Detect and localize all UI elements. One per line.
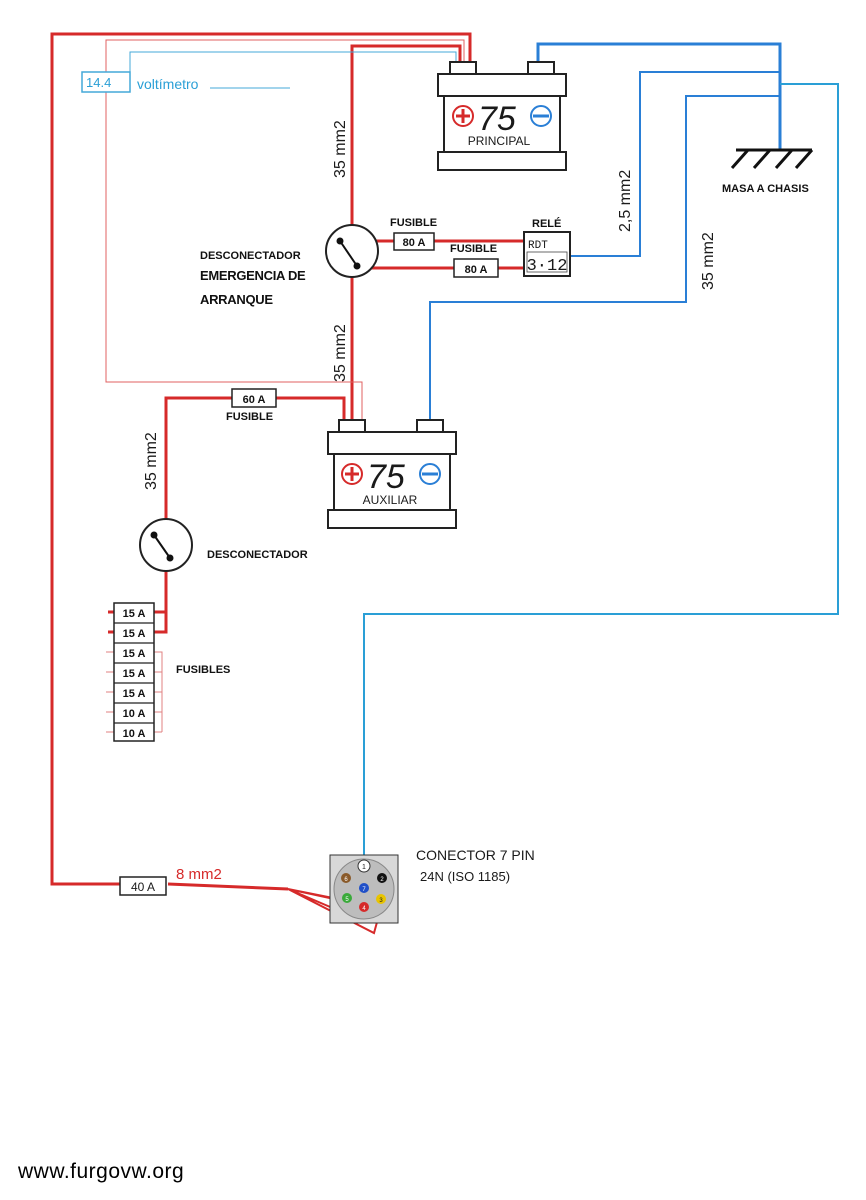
pin-5-label: 5 xyxy=(345,897,349,903)
voltmeter: 14.4 voltímetro xyxy=(81,71,199,93)
pin-3-label: 3 xyxy=(379,898,383,904)
voltmeter-reading: 14.4 xyxy=(86,75,111,90)
pin-5 xyxy=(342,893,352,903)
voltmeter-label: voltímetro xyxy=(137,76,199,92)
wire-connector-ground xyxy=(363,83,839,858)
switch-emergency: DESCONECTADOR EMERGENCIA DE ARRANQUE xyxy=(200,224,379,307)
fuse-aux-label: FUSIBLE xyxy=(226,411,273,423)
wire-main-trunk-top xyxy=(350,44,462,232)
wires xyxy=(50,32,839,935)
minus-icon xyxy=(419,463,441,485)
wire-aux-positive xyxy=(164,396,346,520)
fuse-trailer: 40 A xyxy=(119,876,167,896)
cable-ground-aux: 35 mm2 xyxy=(700,232,717,290)
fuse-relay-1-rating: 80 A xyxy=(403,237,426,249)
wire-connector-fan xyxy=(287,888,383,935)
minus-icon xyxy=(530,105,552,127)
fuse-relay-1-label: FUSIBLE xyxy=(390,217,437,229)
fuse-aux: 60 A FUSIBLE xyxy=(226,388,277,423)
fuse-panel-rating: 10 A xyxy=(123,728,146,740)
wire-relay-ground xyxy=(570,71,780,257)
wire-main-to-trailer xyxy=(50,32,472,886)
pin-1 xyxy=(357,859,371,873)
pin-2-label: 2 xyxy=(380,877,384,883)
wire-aux-switch-to-panel xyxy=(154,556,168,634)
pin-4 xyxy=(359,902,369,912)
battery-main: 75 PRINCIPAL xyxy=(437,61,567,171)
connector-pins: 1 2 3 4 5 6 7 xyxy=(341,859,387,912)
fuse-trailer-rating: 40 A xyxy=(131,880,155,894)
fuse-panel-rating: 15 A xyxy=(123,648,146,660)
fuse-aux-rating: 60 A xyxy=(243,394,266,406)
pin-7-label: 7 xyxy=(362,887,366,893)
switch-aux: DESCONECTADOR xyxy=(139,518,308,572)
cable-main-top: 35 mm2 xyxy=(332,120,349,178)
cable-labels: 35 mm2 35 mm2 35 mm2 2,5 mm2 35 mm2 8 mm… xyxy=(143,120,717,883)
battery-main-name: PRINCIPAL xyxy=(468,134,531,148)
switch-emergency-line1: DESCONECTADOR xyxy=(200,250,301,262)
fuse-panel-rating: 15 A xyxy=(123,608,146,620)
wire-aux-ground xyxy=(429,95,780,420)
wire-sense-main xyxy=(105,39,465,420)
switch-emergency-line3: ARRANQUE xyxy=(200,292,273,307)
battery-aux-name: AUXILIAR xyxy=(363,493,418,507)
wire-panel-thin-left xyxy=(106,651,114,733)
fuse-relay-2-rating: 80 A xyxy=(465,264,488,276)
fuse-panel-rating: 15 A xyxy=(123,668,146,680)
switch-emergency-line2: EMERGENCIA DE xyxy=(200,268,306,283)
battery-main-capacity: 75 xyxy=(478,100,516,138)
wire-trailer-fuse-to-connector xyxy=(167,882,289,891)
pin-3 xyxy=(376,894,386,904)
relay-model-bottom: 3·12 xyxy=(527,257,568,276)
connector-7pin: 1 2 3 4 5 6 7 CONECTOR 7 PIN 24N (ISO 11… xyxy=(329,847,535,924)
battery-aux: 75 AUXILIAR xyxy=(327,419,457,529)
fuse-panel-label: FUSIBLES xyxy=(176,664,230,676)
fuse-relay-1: FUSIBLE 80 A xyxy=(390,217,437,251)
wire-sense-blue xyxy=(129,51,457,84)
pin-2 xyxy=(377,873,387,883)
cable-main-mid: 35 mm2 xyxy=(332,324,349,382)
cable-aux-out: 35 mm2 xyxy=(143,432,160,490)
fuse-relay-2-label: FUSIBLE xyxy=(450,243,497,255)
fuse-relay-2: FUSIBLE 80 A xyxy=(450,243,499,278)
pin-4-label: 4 xyxy=(362,906,366,912)
plus-icon xyxy=(452,105,474,127)
ground-symbol: MASA A CHASIS xyxy=(722,148,814,195)
fuse-panel-rating: 15 A xyxy=(123,688,146,700)
relay: RELÉ RDT 3·12 xyxy=(523,217,571,277)
pin-6 xyxy=(341,873,351,883)
connector-subtitle: 24N (ISO 1185) xyxy=(420,869,510,884)
ground-label: MASA A CHASIS xyxy=(722,183,809,195)
connector-title: CONECTOR 7 PIN xyxy=(416,847,535,863)
pin-1-label: 1 xyxy=(362,864,366,871)
relay-model-top: RDT xyxy=(528,240,548,252)
plus-icon xyxy=(341,463,363,485)
battery-aux-capacity: 75 xyxy=(367,458,405,496)
watermark: www.furgovw.org xyxy=(17,1160,184,1183)
wire-panel-thin xyxy=(154,651,163,733)
fuse-panel-rating: 10 A xyxy=(123,708,146,720)
fuse-panel: 15 A 15 A 15 A 15 A 15 A 10 A 10 A FUSIBLES xyxy=(113,602,230,742)
cable-trailer: 8 mm2 xyxy=(176,866,222,883)
wire-panel-red-stubs xyxy=(108,610,114,634)
relay-title: RELÉ xyxy=(532,217,561,230)
pin-6-label: 6 xyxy=(344,877,348,883)
pin-7 xyxy=(359,883,369,893)
switch-aux-label: DESCONECTADOR xyxy=(207,549,308,561)
cable-ground-small: 2,5 mm2 xyxy=(617,170,634,232)
fuse-panel-rating: 15 A xyxy=(123,628,146,640)
